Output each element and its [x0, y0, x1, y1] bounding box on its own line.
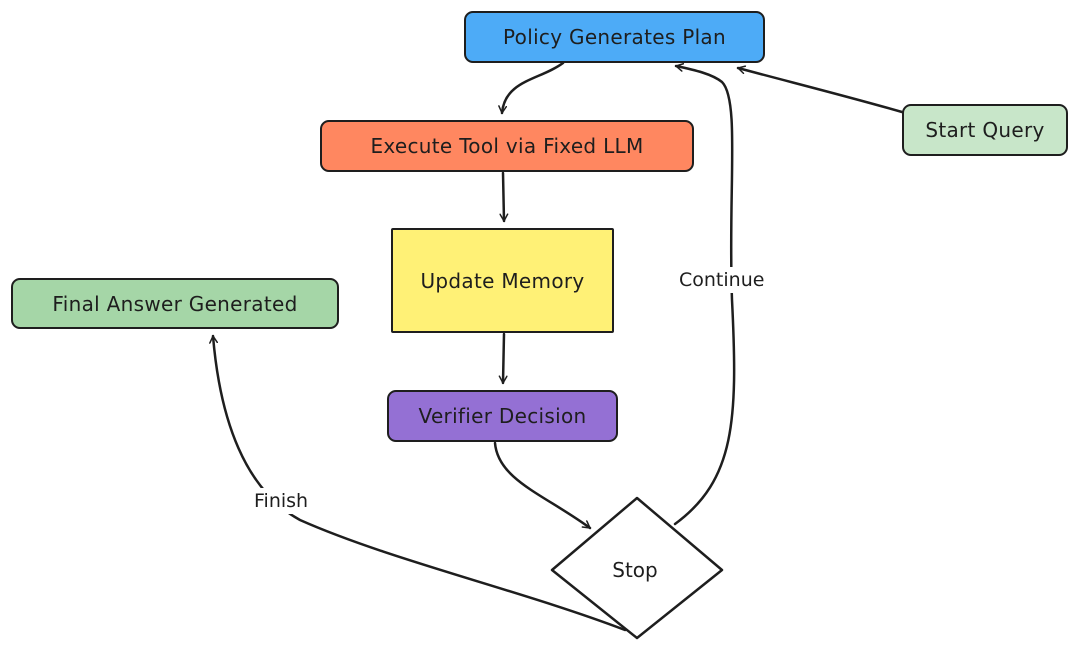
stop-node-label: Stop — [612, 558, 658, 582]
finish-edge-label: Finish — [250, 488, 313, 514]
edge-verifier-to-stop — [493, 441, 592, 530]
start-query-node[interactable]: Start Query — [902, 104, 1068, 156]
update-memory-node[interactable]: Update Memory — [391, 228, 614, 333]
edge-memory-to-verifier — [498, 332, 508, 385]
execute-node-label: Execute Tool via Fixed LLM — [370, 134, 644, 158]
final-answer-node[interactable]: Final Answer Generated — [11, 278, 339, 329]
policy-node-label: Policy Generates Plan — [503, 25, 726, 49]
policy-generates-plan-node[interactable]: Policy Generates Plan — [464, 11, 765, 63]
edge-continue — [673, 62, 736, 526]
stop-diamond[interactable] — [550, 496, 724, 640]
start-node-label: Start Query — [925, 118, 1045, 142]
edge-start-to-policy — [736, 65, 904, 114]
verifier-node-label: Verifier Decision — [418, 404, 587, 428]
memory-node-label: Update Memory — [420, 268, 585, 293]
continue-edge-label: Continue — [675, 267, 769, 293]
verifier-decision-node[interactable]: Verifier Decision — [387, 390, 618, 442]
edge-policy-to-execute — [498, 61, 565, 115]
final-node-label: Final Answer Generated — [52, 291, 298, 316]
execute-tool-node[interactable]: Execute Tool via Fixed LLM — [320, 120, 694, 172]
edge-finish — [209, 334, 627, 632]
edge-execute-to-memory — [499, 171, 509, 223]
